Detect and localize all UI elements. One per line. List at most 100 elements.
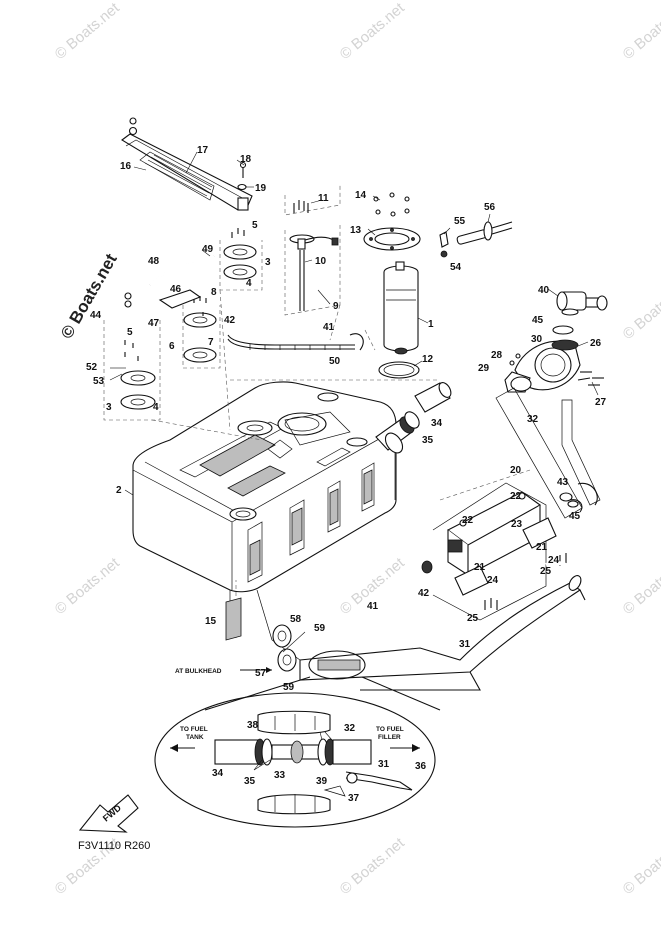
callout-56: 56 <box>484 202 496 213</box>
watermark-text: © Boats.net <box>52 0 124 63</box>
callout-3: 3 <box>265 257 271 268</box>
strap-assembly <box>121 117 254 211</box>
callout-24: 24 <box>487 575 499 586</box>
watermark-text: © Boats.net <box>337 0 409 63</box>
callout-33: 33 <box>274 770 286 781</box>
callout-11: 11 <box>318 193 329 204</box>
callout-55: 55 <box>454 216 466 227</box>
callout-39: 39 <box>316 776 328 787</box>
callout-12: 12 <box>422 354 434 365</box>
callout-numbers: 1 2 3 3 4 4 5 5 6 7 8 9 10 11 12 13 14 1… <box>86 145 607 804</box>
callout-5: 5 <box>252 220 258 231</box>
callout-21: 21 <box>536 542 548 553</box>
fuel-tank <box>124 381 397 593</box>
to-fuel-filler-label-2: FILLER <box>378 734 401 741</box>
vent-fittings <box>439 213 513 258</box>
callout-59: 59 <box>314 623 326 634</box>
watermark-text: © Boats.net <box>620 554 661 618</box>
callout-32: 32 <box>527 414 539 425</box>
callout-7: 7 <box>208 337 214 348</box>
callout-24: 24 <box>548 555 560 566</box>
callout-35: 35 <box>244 776 256 787</box>
callout-23: 23 <box>511 519 523 530</box>
watermark-text: © Boats.net <box>52 554 124 618</box>
callout-58: 58 <box>290 614 302 625</box>
fuel-lines <box>299 560 586 691</box>
callout-59: 59 <box>283 682 295 693</box>
callout-2: 2 <box>116 485 122 496</box>
drawing-code: F3V1110 R260 <box>78 840 150 852</box>
to-fuel-tank-label-1: TO FUEL <box>180 726 208 733</box>
callout-17: 17 <box>197 145 209 156</box>
callout-49: 49 <box>202 244 214 255</box>
callout-25: 25 <box>540 566 552 577</box>
watermark-text: © Boats.net <box>620 0 661 63</box>
callout-10: 10 <box>315 256 327 267</box>
callout-4: 4 <box>153 402 159 413</box>
callout-53: 53 <box>93 376 105 387</box>
bulkhead-fitting <box>272 624 306 672</box>
callout-13: 13 <box>350 225 362 236</box>
callout-34: 34 <box>431 418 443 429</box>
mount-pads-left <box>103 228 263 421</box>
callout-26: 26 <box>590 338 602 349</box>
callout-30: 30 <box>531 334 543 345</box>
callout-50: 50 <box>329 356 341 367</box>
breather-tube <box>227 333 364 351</box>
callout-25: 25 <box>467 613 479 624</box>
callout-41: 41 <box>367 601 379 612</box>
callout-32: 32 <box>344 723 356 734</box>
callout-31: 31 <box>459 639 471 650</box>
to-fuel-filler-label-1: TO FUEL <box>376 726 404 733</box>
filler-neck-hose <box>375 382 452 454</box>
vent-hose-bracket <box>124 249 215 309</box>
callout-9: 9 <box>333 301 339 312</box>
callout-28: 28 <box>491 350 503 361</box>
callout-54: 54 <box>450 262 462 273</box>
callout-35: 35 <box>422 435 434 446</box>
fwd-arrow-icon: FWD <box>78 794 139 833</box>
callout-41: 41 <box>323 322 335 333</box>
callout-37: 37 <box>348 793 360 804</box>
callout-1: 1 <box>428 319 434 330</box>
callout-48: 48 <box>148 256 160 267</box>
callout-29: 29 <box>478 363 490 374</box>
callout-46: 46 <box>170 284 182 295</box>
callout-22: 22 <box>462 515 474 526</box>
watermark-text: © Boats.net <box>620 279 661 343</box>
watermark-text: © Boats.net <box>620 834 661 898</box>
bulkhead-label: AT BULKHEAD <box>175 668 222 675</box>
callout-44: 44 <box>90 310 102 321</box>
callout-42: 42 <box>224 315 236 326</box>
callout-34: 34 <box>212 768 224 779</box>
callout-21: 21 <box>474 562 486 573</box>
fuel-pump-module <box>363 192 429 379</box>
fuel-level-gauge <box>284 185 341 316</box>
callout-22: 22 <box>510 491 522 502</box>
callout-47: 47 <box>148 318 160 329</box>
callout-42: 42 <box>418 588 430 599</box>
callout-3: 3 <box>106 402 112 413</box>
caution-label <box>225 597 242 641</box>
callout-20: 20 <box>510 465 522 476</box>
callout-27: 27 <box>595 397 607 408</box>
text-labels: AT BULKHEAD TO FUEL TANK TO FUEL FILLER … <box>78 667 404 852</box>
callout-15: 15 <box>205 616 217 627</box>
callout-6: 6 <box>169 341 175 352</box>
callout-16: 16 <box>120 161 132 172</box>
callout-36: 36 <box>415 761 427 772</box>
callout-31: 31 <box>378 759 390 770</box>
callout-4: 4 <box>246 278 252 289</box>
detail-view <box>170 710 420 815</box>
detail-bubble <box>154 650 441 828</box>
watermark-text: © Boats.net <box>337 834 409 898</box>
callout-52: 52 <box>86 362 98 373</box>
filler-cap-assembly <box>504 288 608 396</box>
callout-40: 40 <box>538 285 550 296</box>
callout-57: 57 <box>255 668 267 679</box>
callout-18: 18 <box>240 154 252 165</box>
callout-5: 5 <box>127 327 133 338</box>
callout-19: 19 <box>255 183 267 194</box>
